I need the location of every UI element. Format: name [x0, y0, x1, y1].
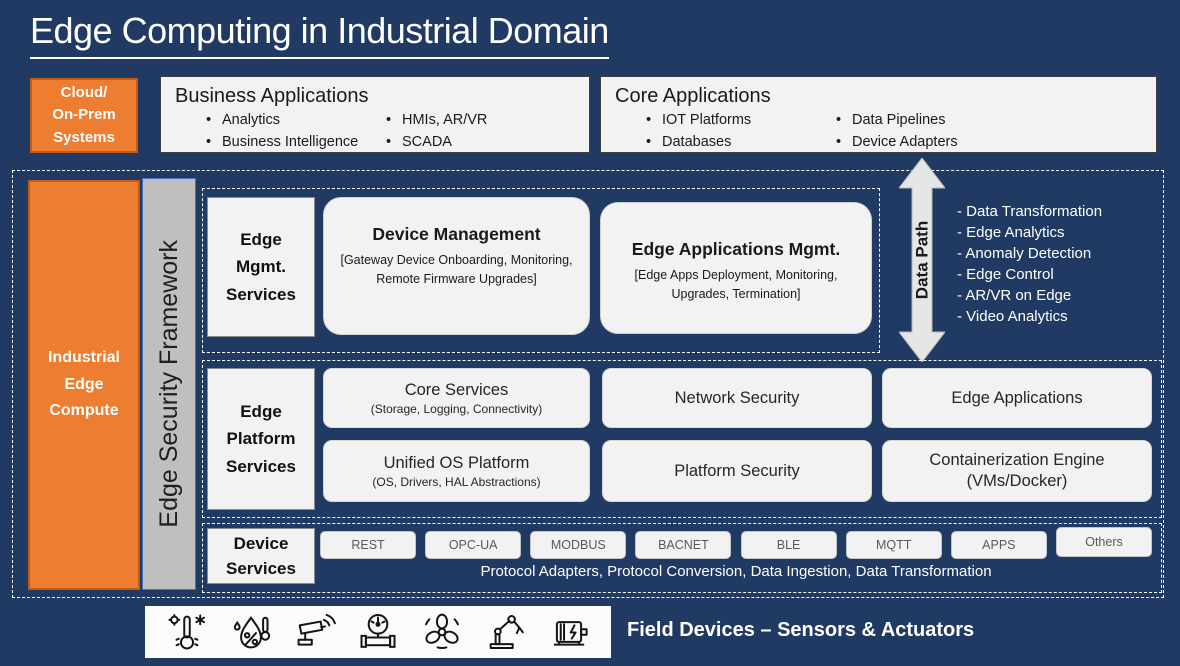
protocol-chip-bacnet: BACNET [635, 531, 732, 559]
edge-platform-row-frame [202, 360, 1162, 518]
protocol-chip-apps: APPS [950, 531, 1047, 559]
double-arrow-icon [899, 158, 945, 362]
fan-icon [420, 610, 464, 654]
protocol-chip-rest: REST [320, 531, 416, 559]
capability-item: - Anomaly Detection [957, 245, 1092, 262]
heading-line: Mgmt. [235, 257, 287, 277]
protocol-chip-others: Others [1055, 527, 1152, 557]
field-devices-label: Field Devices – Sensors & Actuators [627, 619, 975, 641]
network-security-title: Network Security [674, 388, 800, 407]
device-services-row-frame [202, 523, 1162, 593]
core-bullet: IOT Platforms [646, 110, 836, 130]
electric-motor-icon [547, 610, 591, 654]
capability-item: - Data Transformation [957, 203, 1103, 220]
unified-os-platform-box: Unified OS Platform (OS, Drivers, HAL Ab… [323, 440, 590, 502]
containerization-engine-box: Containerization Engine (VMs/Docker) [882, 440, 1152, 502]
core-bullet: Data Pipelines [836, 110, 958, 130]
core-services-title: Core Services [404, 380, 509, 399]
heading-line: Services [226, 559, 296, 578]
business-bullet: SCADA [386, 132, 487, 152]
data-path-label: Data Path [913, 221, 932, 299]
industrial-line: Industrial [47, 349, 120, 367]
capability-item: - Video Analytics [957, 308, 1068, 325]
heading-line: Services [226, 456, 296, 476]
capability-item: - Edge Analytics [957, 224, 1065, 241]
heading-line: Device [233, 533, 289, 553]
edge-security-framework-bar: Edge Security Framework [142, 178, 196, 590]
industrial-edge-compute-box: Industrial Edge Compute [28, 180, 140, 590]
humidity-sensor-icon [229, 610, 273, 654]
edge-applications-mgmt-title: Edge Applications Mgmt. [631, 239, 841, 259]
protocol-chip-row: REST OPC-UA MODBUS BACNET BLE MQTT APPS … [320, 527, 1152, 559]
edge-applications-mgmt-subtitle: [Edge Apps Deployment, Monitoring, Upgra… [634, 268, 838, 301]
edge-mgmt-row-frame [202, 188, 880, 353]
unified-os-platform-title: Unified OS Platform [383, 453, 530, 472]
heading-line: Platform [226, 429, 296, 449]
heading-line: Services [226, 284, 296, 304]
edge-applications-box: Edge Applications [882, 368, 1152, 428]
capability-item: - AR/VR on Edge [957, 287, 1072, 304]
edge-platform-services-heading: Edge Platform Services [207, 368, 315, 510]
cloud-line: Systems [53, 128, 115, 146]
device-management-title: Device Management [372, 224, 541, 244]
robot-arm-icon [483, 610, 527, 654]
industrial-line: Compute [49, 402, 119, 420]
protocol-chip-opcua: OPC-UA [425, 531, 522, 559]
core-bullet: Databases [646, 132, 836, 152]
edge-compute-frame [12, 170, 1164, 598]
cctv-camera-icon [292, 610, 337, 654]
device-management-subtitle: [Gateway Device Onboarding, Monitoring, … [340, 253, 573, 286]
unified-os-platform-subtitle: (OS, Drivers, HAL Abstractions) [372, 475, 541, 490]
temperature-sensor-icon [165, 610, 209, 654]
heading-line: Edge [240, 402, 282, 422]
edge-security-framework-label: Edge Security Framework [154, 240, 183, 528]
cloud-line: On-Prem [52, 106, 116, 124]
cloud-onprem-box: Cloud/ On-Prem Systems [30, 78, 138, 153]
industrial-line: Edge [64, 375, 104, 393]
business-applications-title: Business Applications [175, 85, 369, 107]
device-services-heading: Device Services [207, 528, 315, 584]
data-path-arrow: Data Path [899, 158, 945, 362]
business-bullet: Business Intelligence [206, 132, 386, 152]
core-services-box: Core Services (Storage, Logging, Connect… [323, 368, 590, 428]
core-bullet: Device Adapters [836, 132, 958, 152]
protocol-chip-modbus: MODBUS [530, 531, 627, 559]
business-bullet: Analytics [206, 110, 386, 130]
page-title: Edge Computing in Industrial Domain [30, 10, 609, 59]
protocol-chip-ble: BLE [740, 531, 837, 559]
edge-applications-mgmt-box: Edge Applications Mgmt. [Edge Apps Deplo… [600, 202, 872, 334]
business-bullet: HMIs, AR/VR [386, 110, 487, 130]
edge-applications-title: Edge Applications [951, 388, 1083, 407]
core-applications-box: Core Applications IOT Platforms Database… [600, 76, 1157, 153]
edge-mgmt-services-heading: Edge Mgmt. Services [207, 197, 315, 337]
platform-security-title: Platform Security [674, 461, 800, 480]
business-applications-box: Business Applications Analytics Business… [160, 76, 590, 153]
containerization-engine-title: Containerization Engine (VMs/Docker) [929, 451, 1105, 490]
platform-security-box: Platform Security [602, 440, 872, 502]
cloud-line: Cloud/ [60, 83, 108, 101]
heading-line: Edge [240, 230, 282, 250]
network-security-box: Network Security [602, 368, 872, 428]
protocol-chip-mqtt: MQTT [845, 531, 942, 559]
device-management-box: Device Management [Gateway Device Onboar… [323, 197, 590, 335]
field-devices-strip [145, 606, 611, 658]
core-services-subtitle: (Storage, Logging, Connectivity) [370, 402, 543, 417]
capability-item: - Edge Control [957, 266, 1054, 283]
edge-capabilities-list: - Data Transformation - Edge Analytics -… [957, 201, 1102, 327]
protocol-caption: Protocol Adapters, Protocol Conversion, … [480, 563, 992, 580]
core-applications-title: Core Applications [615, 85, 771, 107]
pressure-gauge-icon [356, 610, 400, 654]
